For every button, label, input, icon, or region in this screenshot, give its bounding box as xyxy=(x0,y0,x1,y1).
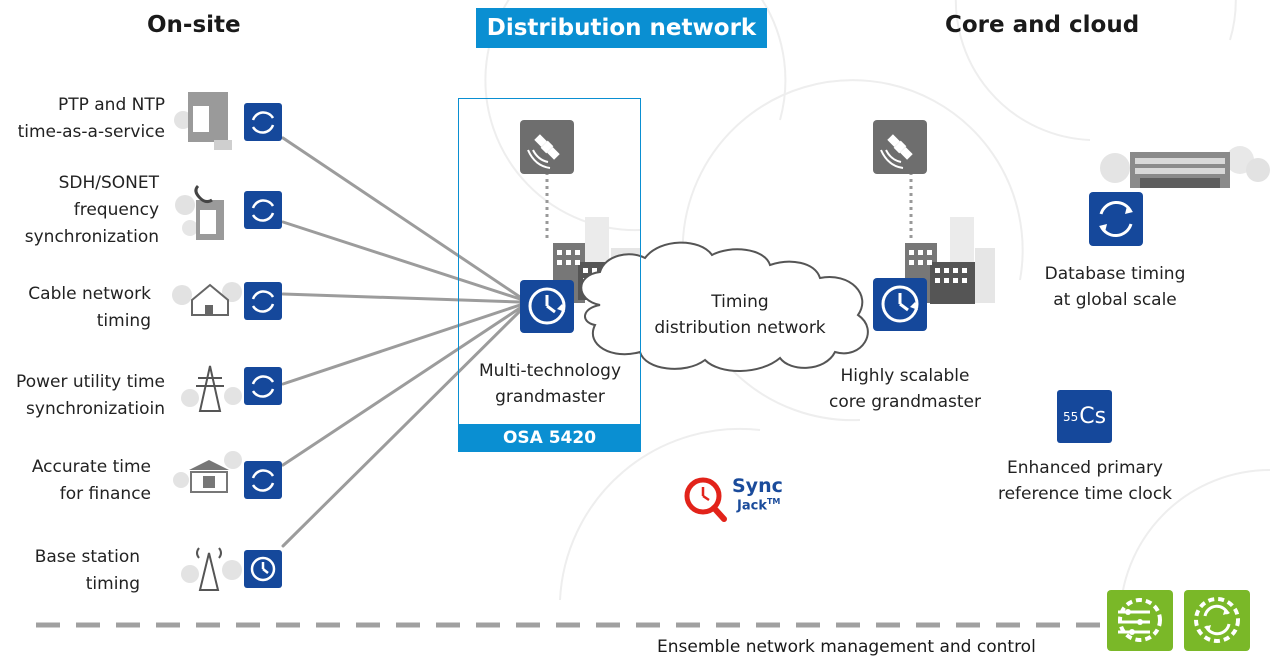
satellite-icon xyxy=(520,120,574,174)
clock-icon xyxy=(244,550,282,588)
sync-icon xyxy=(244,191,282,229)
building-icon xyxy=(174,92,232,150)
city-skyline-icon-core xyxy=(905,217,995,304)
syncjack-logo-icon xyxy=(684,477,727,522)
phone-building-icon xyxy=(175,184,224,240)
core-grandmaster-clock-icon xyxy=(873,278,927,331)
cell-tower-icon xyxy=(181,547,242,591)
sync-icon xyxy=(244,461,282,499)
background-swirls xyxy=(484,0,1271,621)
house-icon xyxy=(172,282,242,316)
onsite-illustrations xyxy=(172,92,242,591)
core-title: Core and cloud xyxy=(945,12,1140,38)
distribution-title: Distribution network xyxy=(476,8,767,48)
power-tower-icon xyxy=(181,365,242,412)
settings-sliders-icon xyxy=(1107,590,1173,651)
sync-icon xyxy=(244,103,282,141)
data-center-icon xyxy=(1100,146,1270,188)
osa-product-label: OSA 5420 xyxy=(458,424,641,452)
sync-icon xyxy=(244,282,282,320)
onsite-title: On-site xyxy=(147,12,241,38)
bank-icon xyxy=(173,451,242,493)
grandmaster-clock-icon xyxy=(520,280,574,333)
sync-icon xyxy=(244,367,282,405)
database-sync-icon xyxy=(1089,192,1143,246)
gear-sync-icon xyxy=(1184,590,1250,651)
satellite-icon-core xyxy=(873,120,927,174)
onsite-sync-icons xyxy=(244,103,282,588)
onsite-connectors xyxy=(281,136,522,548)
syncjack-logo: Sync JackTM xyxy=(732,475,783,514)
management-label: Ensemble network management and control xyxy=(657,637,1036,657)
